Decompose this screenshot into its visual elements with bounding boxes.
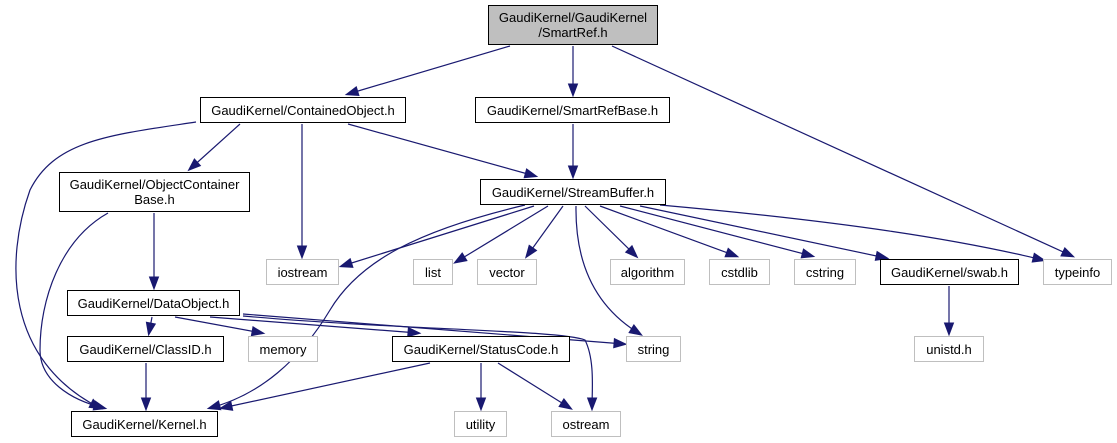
edge-smartref-to-typeinfo	[611, 45, 1073, 257]
edge-streambuffer-to-algorithm	[584, 205, 637, 257]
node-streambuffer-h[interactable]: GaudiKernel/StreamBuffer.h	[480, 179, 666, 205]
node-vector[interactable]: vector	[477, 259, 537, 285]
edge-dataobject-to-statuscode	[209, 316, 419, 334]
edge-containedobject-to-objectcontainerbase	[189, 123, 241, 170]
node-label: GaudiKernel/swab.h	[890, 264, 1009, 280]
node-list[interactable]: list	[413, 259, 453, 285]
node-label: algorithm	[620, 264, 675, 280]
node-label: vector	[489, 264, 525, 280]
node-typeinfo[interactable]: typeinfo	[1043, 259, 1112, 285]
node-memory[interactable]: memory	[248, 336, 318, 362]
node-smartrefbase-h[interactable]: GaudiKernel/SmartRefBase.h	[475, 97, 670, 123]
edge-streambuffer-to-typeinfo	[659, 204, 1044, 261]
node-label: GaudiKernel/StatusCode.h	[403, 341, 559, 357]
node-string[interactable]: string	[626, 336, 681, 362]
node-label: GaudiKernel/GaudiKernel /SmartRef.h	[498, 10, 648, 40]
arrowhead-streambuffer-to-cstring	[800, 248, 816, 259]
arrowhead-streambuffer-to-typeinfo	[1031, 252, 1047, 263]
edge-containedobject-to-kernel	[15, 121, 197, 409]
arrowhead-objectcontainerbase-to-dataobject	[148, 276, 160, 291]
arrowhead-objectcontainerbase-to-kernel	[92, 400, 108, 411]
node-ostream[interactable]: ostream	[551, 411, 621, 437]
node-label: iostream	[277, 264, 328, 280]
node-statuscode-h[interactable]: GaudiKernel/StatusCode.h	[392, 336, 570, 362]
edge-dataobject-to-memory	[174, 316, 263, 334]
node-utility[interactable]: utility	[454, 411, 507, 437]
node-algorithm[interactable]: algorithm	[610, 259, 685, 285]
edge-containedobject-to-streambuffer	[347, 123, 536, 177]
arrowhead-streambuffer-to-iostream	[338, 257, 354, 268]
arrowhead-dataobject-to-classid	[145, 321, 157, 337]
node-cstdlib[interactable]: cstdlib	[709, 259, 770, 285]
arrowhead-streambuffer-to-algorithm	[624, 244, 639, 259]
node-iostream[interactable]: iostream	[266, 259, 339, 285]
edge-streambuffer-to-cstdlib	[599, 205, 737, 257]
node-label: GaudiKernel/DataObject.h	[77, 295, 230, 311]
arrowhead-streambuffer-to-cstdlib	[724, 247, 740, 258]
node-label: GaudiKernel/StreamBuffer.h	[491, 184, 655, 200]
arrowhead-statuscode-to-utility	[475, 397, 487, 412]
arrowhead-swab-to-unistd	[943, 322, 955, 337]
arrowhead-classid-to-kernel	[140, 397, 152, 412]
node-containedobject-h[interactable]: GaudiKernel/ContainedObject.h	[200, 97, 406, 123]
arrowhead-streambuffer-to-vector	[524, 244, 538, 259]
edge-statuscode-to-ostream	[497, 362, 571, 409]
edge-streambuffer-to-kernel	[209, 204, 526, 409]
arrowhead-containedobject-to-objectcontainerbase	[187, 158, 202, 172]
edge-streambuffer-to-swab	[639, 205, 887, 259]
arrowhead-statuscode-to-kernel	[218, 400, 234, 411]
edge-streambuffer-to-cstring	[619, 205, 813, 257]
node-label: GaudiKernel/SmartRefBase.h	[486, 102, 659, 118]
node-label: typeinfo	[1054, 264, 1101, 280]
arrowhead-dataobject-to-ostream	[586, 397, 598, 412]
arrowhead-containedobject-to-streambuffer	[523, 168, 539, 179]
node-smartref-h[interactable]: GaudiKernel/GaudiKernel /SmartRef.h	[488, 5, 658, 45]
arrowhead-smartrefbase-to-streambuffer	[567, 165, 579, 180]
node-classid-h[interactable]: GaudiKernel/ClassID.h	[67, 336, 224, 362]
node-label: unistd.h	[926, 341, 972, 357]
edge-objectcontainerbase-to-kernel	[39, 212, 109, 409]
arrowhead-dataobject-to-memory	[250, 325, 266, 337]
node-label: GaudiKernel/Kernel.h	[82, 416, 207, 432]
node-kernel-h[interactable]: GaudiKernel/Kernel.h	[71, 411, 218, 437]
arrowhead-smartref-to-typeinfo	[1060, 246, 1076, 258]
arrowhead-streambuffer-to-list	[453, 252, 468, 264]
node-label: string	[637, 341, 670, 357]
node-label: cstring	[805, 264, 845, 280]
edge-dataobject-to-ostream	[242, 315, 594, 409]
node-label: ostream	[562, 416, 610, 432]
edge-statuscode-to-kernel	[221, 362, 431, 409]
arrowhead-streambuffer-to-kernel	[206, 400, 222, 411]
node-dataobject-h[interactable]: GaudiKernel/DataObject.h	[67, 290, 240, 316]
node-label: memory	[259, 341, 307, 357]
node-cstring[interactable]: cstring	[794, 259, 856, 285]
arrowhead-smartref-to-containedobject	[344, 85, 360, 97]
arrowhead-containedobject-to-iostream	[296, 245, 308, 260]
edge-streambuffer-to-iostream	[341, 205, 535, 267]
node-label: list	[425, 264, 441, 280]
edge-streambuffer-to-list	[455, 205, 549, 263]
node-label: utility	[465, 416, 496, 432]
node-swab-h[interactable]: GaudiKernel/swab.h	[880, 259, 1019, 285]
node-label: GaudiKernel/ContainedObject.h	[211, 102, 395, 118]
node-objectcontainerbase-h[interactable]: GaudiKernel/ObjectContainer Base.h	[59, 172, 250, 212]
arrowhead-dataobject-to-string	[613, 337, 628, 349]
arrowhead-dataobject-to-statuscode	[407, 326, 422, 338]
arrowhead-streambuffer-to-string	[628, 324, 643, 336]
edge-streambuffer-to-string	[575, 205, 641, 335]
node-label: GaudiKernel/ClassID.h	[79, 341, 212, 357]
arrowhead-statuscode-to-ostream	[558, 398, 573, 410]
node-label: GaudiKernel/ObjectContainer Base.h	[69, 177, 240, 207]
arrowhead-smartref-to-smartrefbase	[567, 83, 579, 98]
node-label: cstdlib	[721, 264, 758, 280]
node-unistd-h[interactable]: unistd.h	[914, 336, 984, 362]
edge-smartref-to-containedobject	[347, 45, 511, 95]
